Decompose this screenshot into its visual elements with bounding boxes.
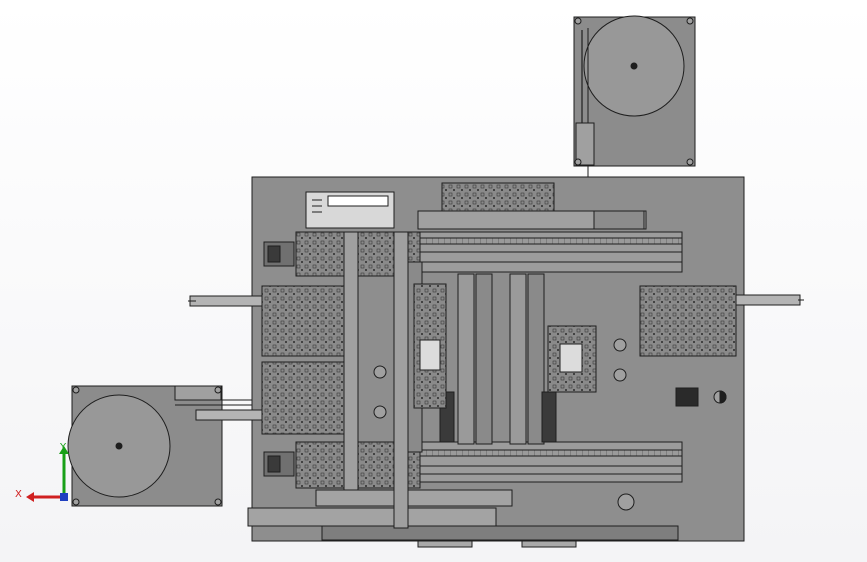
- top-linear-rail: [295, 231, 683, 277]
- center-jig-left: [413, 283, 447, 409]
- left-reel-hub: [115, 442, 123, 450]
- coordinate-triad: X Y: [15, 442, 69, 502]
- motor-top-left: [263, 241, 295, 267]
- control-display-panel: [305, 191, 395, 229]
- right-station: [639, 285, 804, 357]
- top-reel-hub: [630, 62, 638, 70]
- z-axis-marker: [60, 493, 68, 501]
- x-axis-label: X: [15, 489, 22, 500]
- y-axis-label: Y: [59, 442, 67, 453]
- top-reel-assembly: [573, 15, 696, 210]
- left-reel-assembly: [67, 385, 270, 507]
- sensor-block: [675, 387, 699, 407]
- top-mechanism: [417, 182, 647, 230]
- motor-bottom-left: [263, 451, 295, 477]
- center-jig-right: [547, 325, 597, 393]
- left-station-upper: [188, 285, 347, 357]
